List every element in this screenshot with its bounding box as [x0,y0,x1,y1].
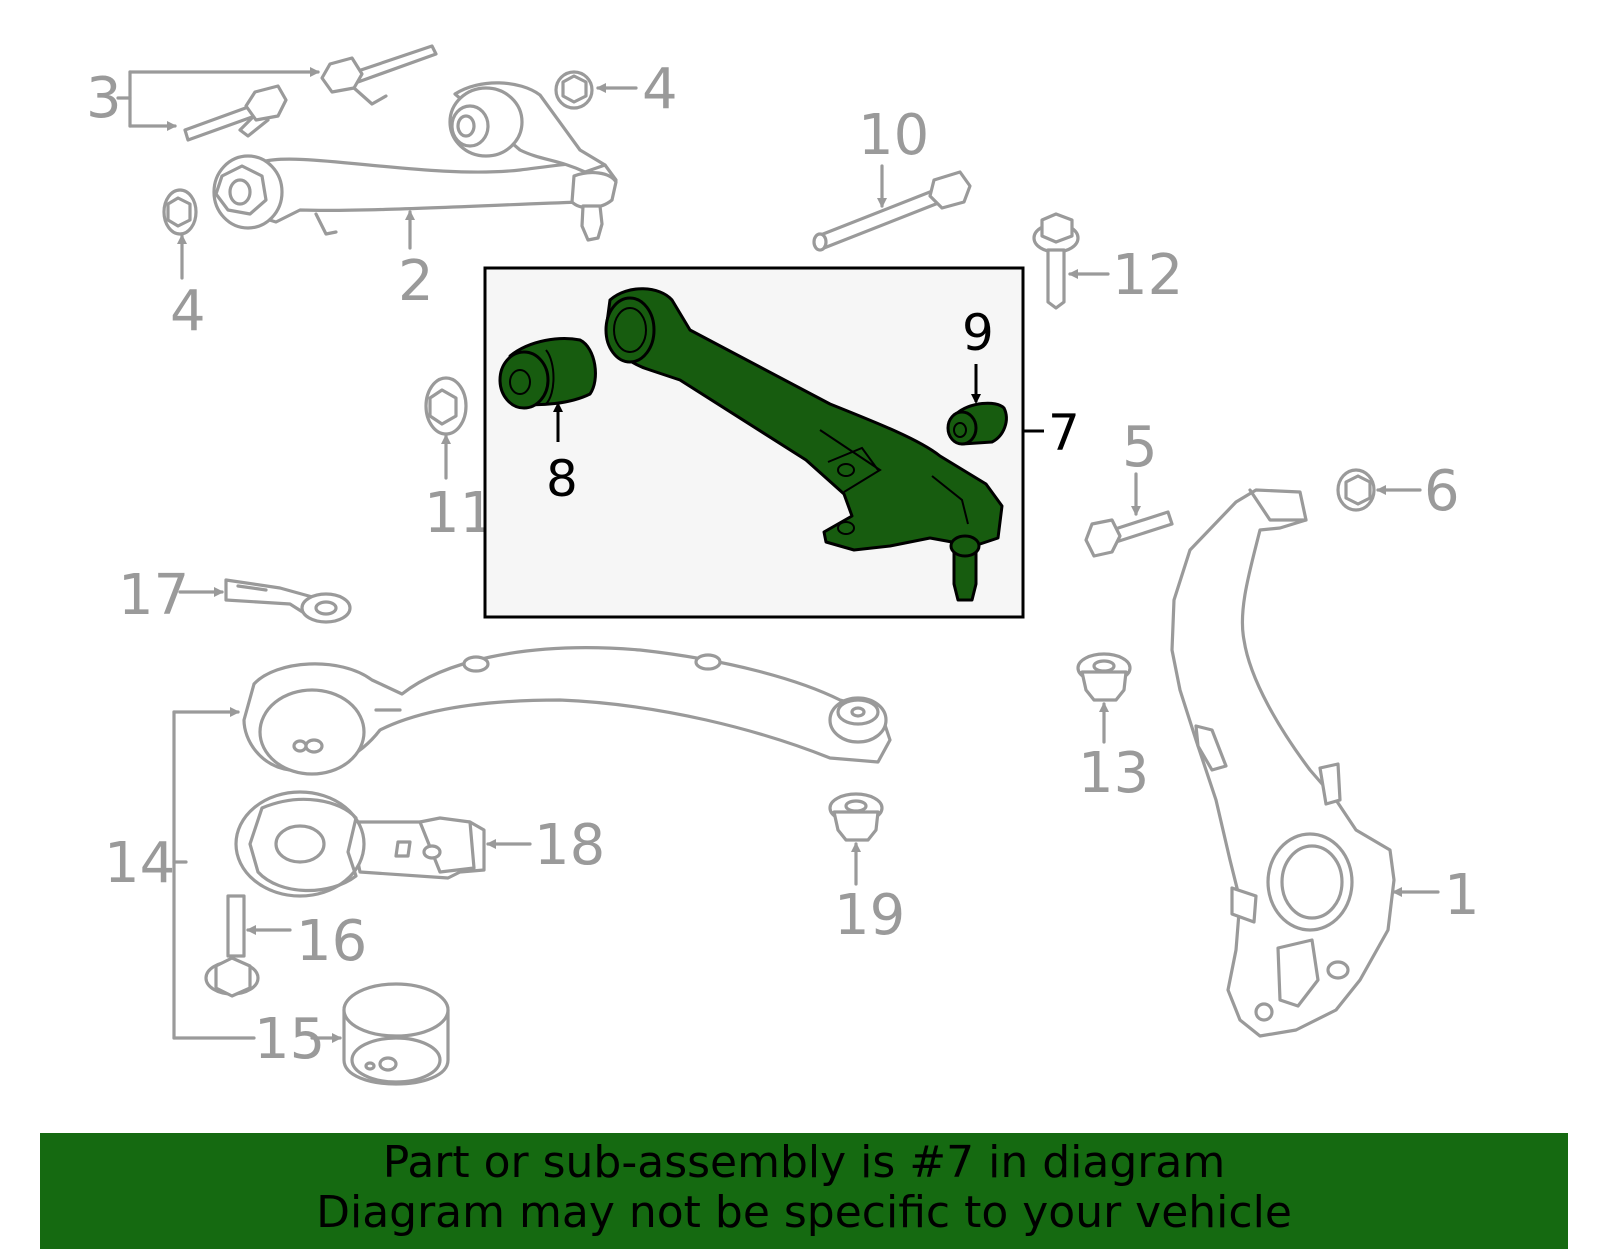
part-6-nut [1336,468,1376,512]
callout-15-label: 15 [254,1007,325,1072]
callout-18-label: 18 [534,813,605,878]
callout-3-label: 3 [86,66,122,131]
callout-4-label-left: 4 [170,279,206,344]
part-17-bracket [224,578,352,624]
callout-4-label-top: 4 [642,57,678,122]
part-8-bushing [498,337,597,410]
banner-line-1: Part or sub-assembly is #7 in diagram [382,1137,1226,1188]
callout-14-label: 14 [104,831,175,896]
part-5-bolt [1084,510,1174,558]
part-19-nut [828,792,884,842]
callout-1-label: 1 [1444,863,1480,928]
part-1-knuckle [1170,488,1396,1038]
callout-11-label: 11 [424,481,495,546]
highlight-box [483,266,1025,619]
info-banner: Part or sub-assembly is #7 in diagram Di… [40,1133,1568,1249]
part-4-nut-left [162,188,198,236]
part-14-lower-arm [242,646,892,776]
part-2-upper-arm [212,81,618,242]
part-7-lower-arm [604,287,1004,602]
callout-9-label: 9 [962,304,994,362]
part-10-bolt [812,170,972,252]
callout-6-label: 6 [1424,459,1460,524]
part-16-bolt [204,894,260,998]
callout-10-label: 10 [858,103,929,168]
part-13-nut [1076,652,1132,702]
part-11-nut [424,376,468,436]
callout-5-label: 5 [1122,415,1158,480]
callout-13-label: 13 [1078,741,1149,806]
part-12-bolt [1032,212,1080,310]
part-3-bolts [183,44,438,142]
part-15-bushing [342,982,450,1086]
callout-2-label: 2 [398,249,434,314]
banner-line-2: Diagram may not be specific to your vehi… [316,1187,1292,1238]
callout-17-label: 17 [118,563,189,628]
callout-19-label: 19 [834,883,905,948]
callout-16-label: 16 [296,909,367,974]
part-9-bushing [946,401,1008,446]
callout-7-label: 7 [1048,404,1080,462]
part-18-bushing [234,790,486,898]
part-4-nut-top [554,70,594,110]
callout-12-label: 12 [1112,243,1183,308]
callout-8-label: 8 [546,450,578,508]
